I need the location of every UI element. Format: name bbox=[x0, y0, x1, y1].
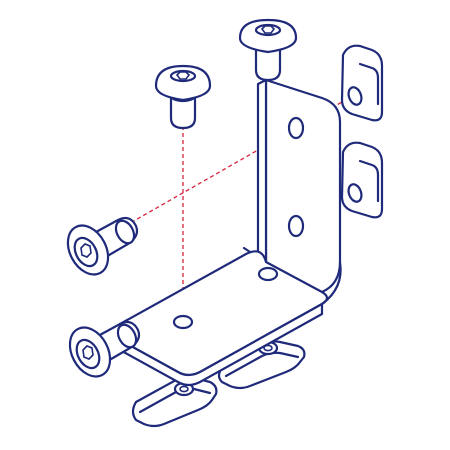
hex-socket-icon bbox=[82, 345, 94, 360]
screw-top bbox=[238, 18, 298, 82]
t-slot-nut-upper-right bbox=[340, 44, 384, 122]
hex-socket-icon bbox=[175, 71, 191, 80]
t-slot-nut-bottom-left bbox=[131, 376, 218, 428]
screw-upper bbox=[154, 64, 212, 130]
guide-line-left-screw bbox=[124, 93, 357, 227]
bracket-vertical-flange bbox=[264, 78, 342, 294]
screw-bottom bbox=[68, 320, 141, 378]
bracket-hole-upper bbox=[287, 116, 305, 140]
screw-left bbox=[66, 216, 139, 276]
bracket-hole-lower bbox=[287, 214, 305, 238]
hex-socket-icon bbox=[260, 25, 276, 34]
bracket-hole-base-right bbox=[257, 266, 279, 282]
bracket-hole-base-left bbox=[172, 314, 194, 330]
hex-socket-icon bbox=[80, 243, 92, 258]
angle-bracket bbox=[114, 78, 342, 387]
t-slot-nut-lower-right bbox=[340, 141, 384, 219]
